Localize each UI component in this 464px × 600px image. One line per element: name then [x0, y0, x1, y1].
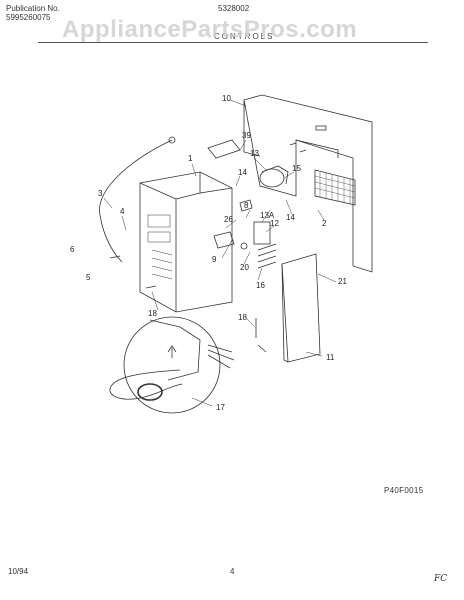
detail-circle: [123, 316, 221, 414]
publication-label: Publication No.: [6, 4, 60, 13]
callout-label: 20: [240, 263, 249, 272]
callout-label: 1: [188, 154, 193, 163]
callout-label: 14: [286, 213, 295, 222]
figure-code: P40F0015: [384, 486, 424, 495]
footer-initials: FC: [434, 574, 448, 584]
fan-grille: [314, 169, 356, 206]
callout-label: 18: [238, 313, 247, 322]
callout-label: 14: [238, 168, 247, 177]
callout-label: 16: [256, 281, 265, 290]
callout-label: 26: [224, 215, 233, 224]
callout-labels: 10 39 13 15 1 14 3 4 8 26 12 13A 14 2 6 …: [70, 94, 347, 412]
callout-label: 6: [70, 245, 75, 254]
footer-date: 10/94: [8, 567, 29, 576]
callout-label: 12: [270, 219, 279, 228]
section-title: CONTROLS: [214, 32, 275, 41]
callout-label: 13A: [260, 211, 275, 220]
footer-page-number: 4: [230, 567, 235, 576]
callout-label: 5: [86, 273, 91, 282]
callout-label: 21: [338, 277, 347, 286]
callout-label: 11: [326, 353, 335, 362]
terminal-block: [253, 221, 271, 245]
power-cord: [99, 139, 173, 263]
model-number: 5328002: [218, 4, 250, 13]
rear-housing-panel: [243, 94, 373, 273]
callout-label: 2: [322, 219, 327, 228]
callout-label: 39: [242, 131, 251, 140]
callout-label: 8: [244, 201, 249, 210]
callout-label: 9: [212, 255, 217, 264]
header-rule: [38, 42, 428, 43]
power-cord-coil: [109, 369, 183, 400]
callout-label: 18: [148, 309, 157, 318]
callout-label: 10: [222, 94, 231, 103]
callout-label: 15: [292, 164, 301, 173]
callout-label: 13: [250, 149, 259, 158]
callout-label: 3: [98, 189, 103, 198]
callout-label: 4: [120, 207, 125, 216]
callout-label: 17: [216, 403, 225, 412]
publication-number: 5995260075: [6, 13, 51, 22]
watermark: AppliancePartsPros.com: [62, 16, 358, 43]
side-panel: [281, 253, 321, 363]
